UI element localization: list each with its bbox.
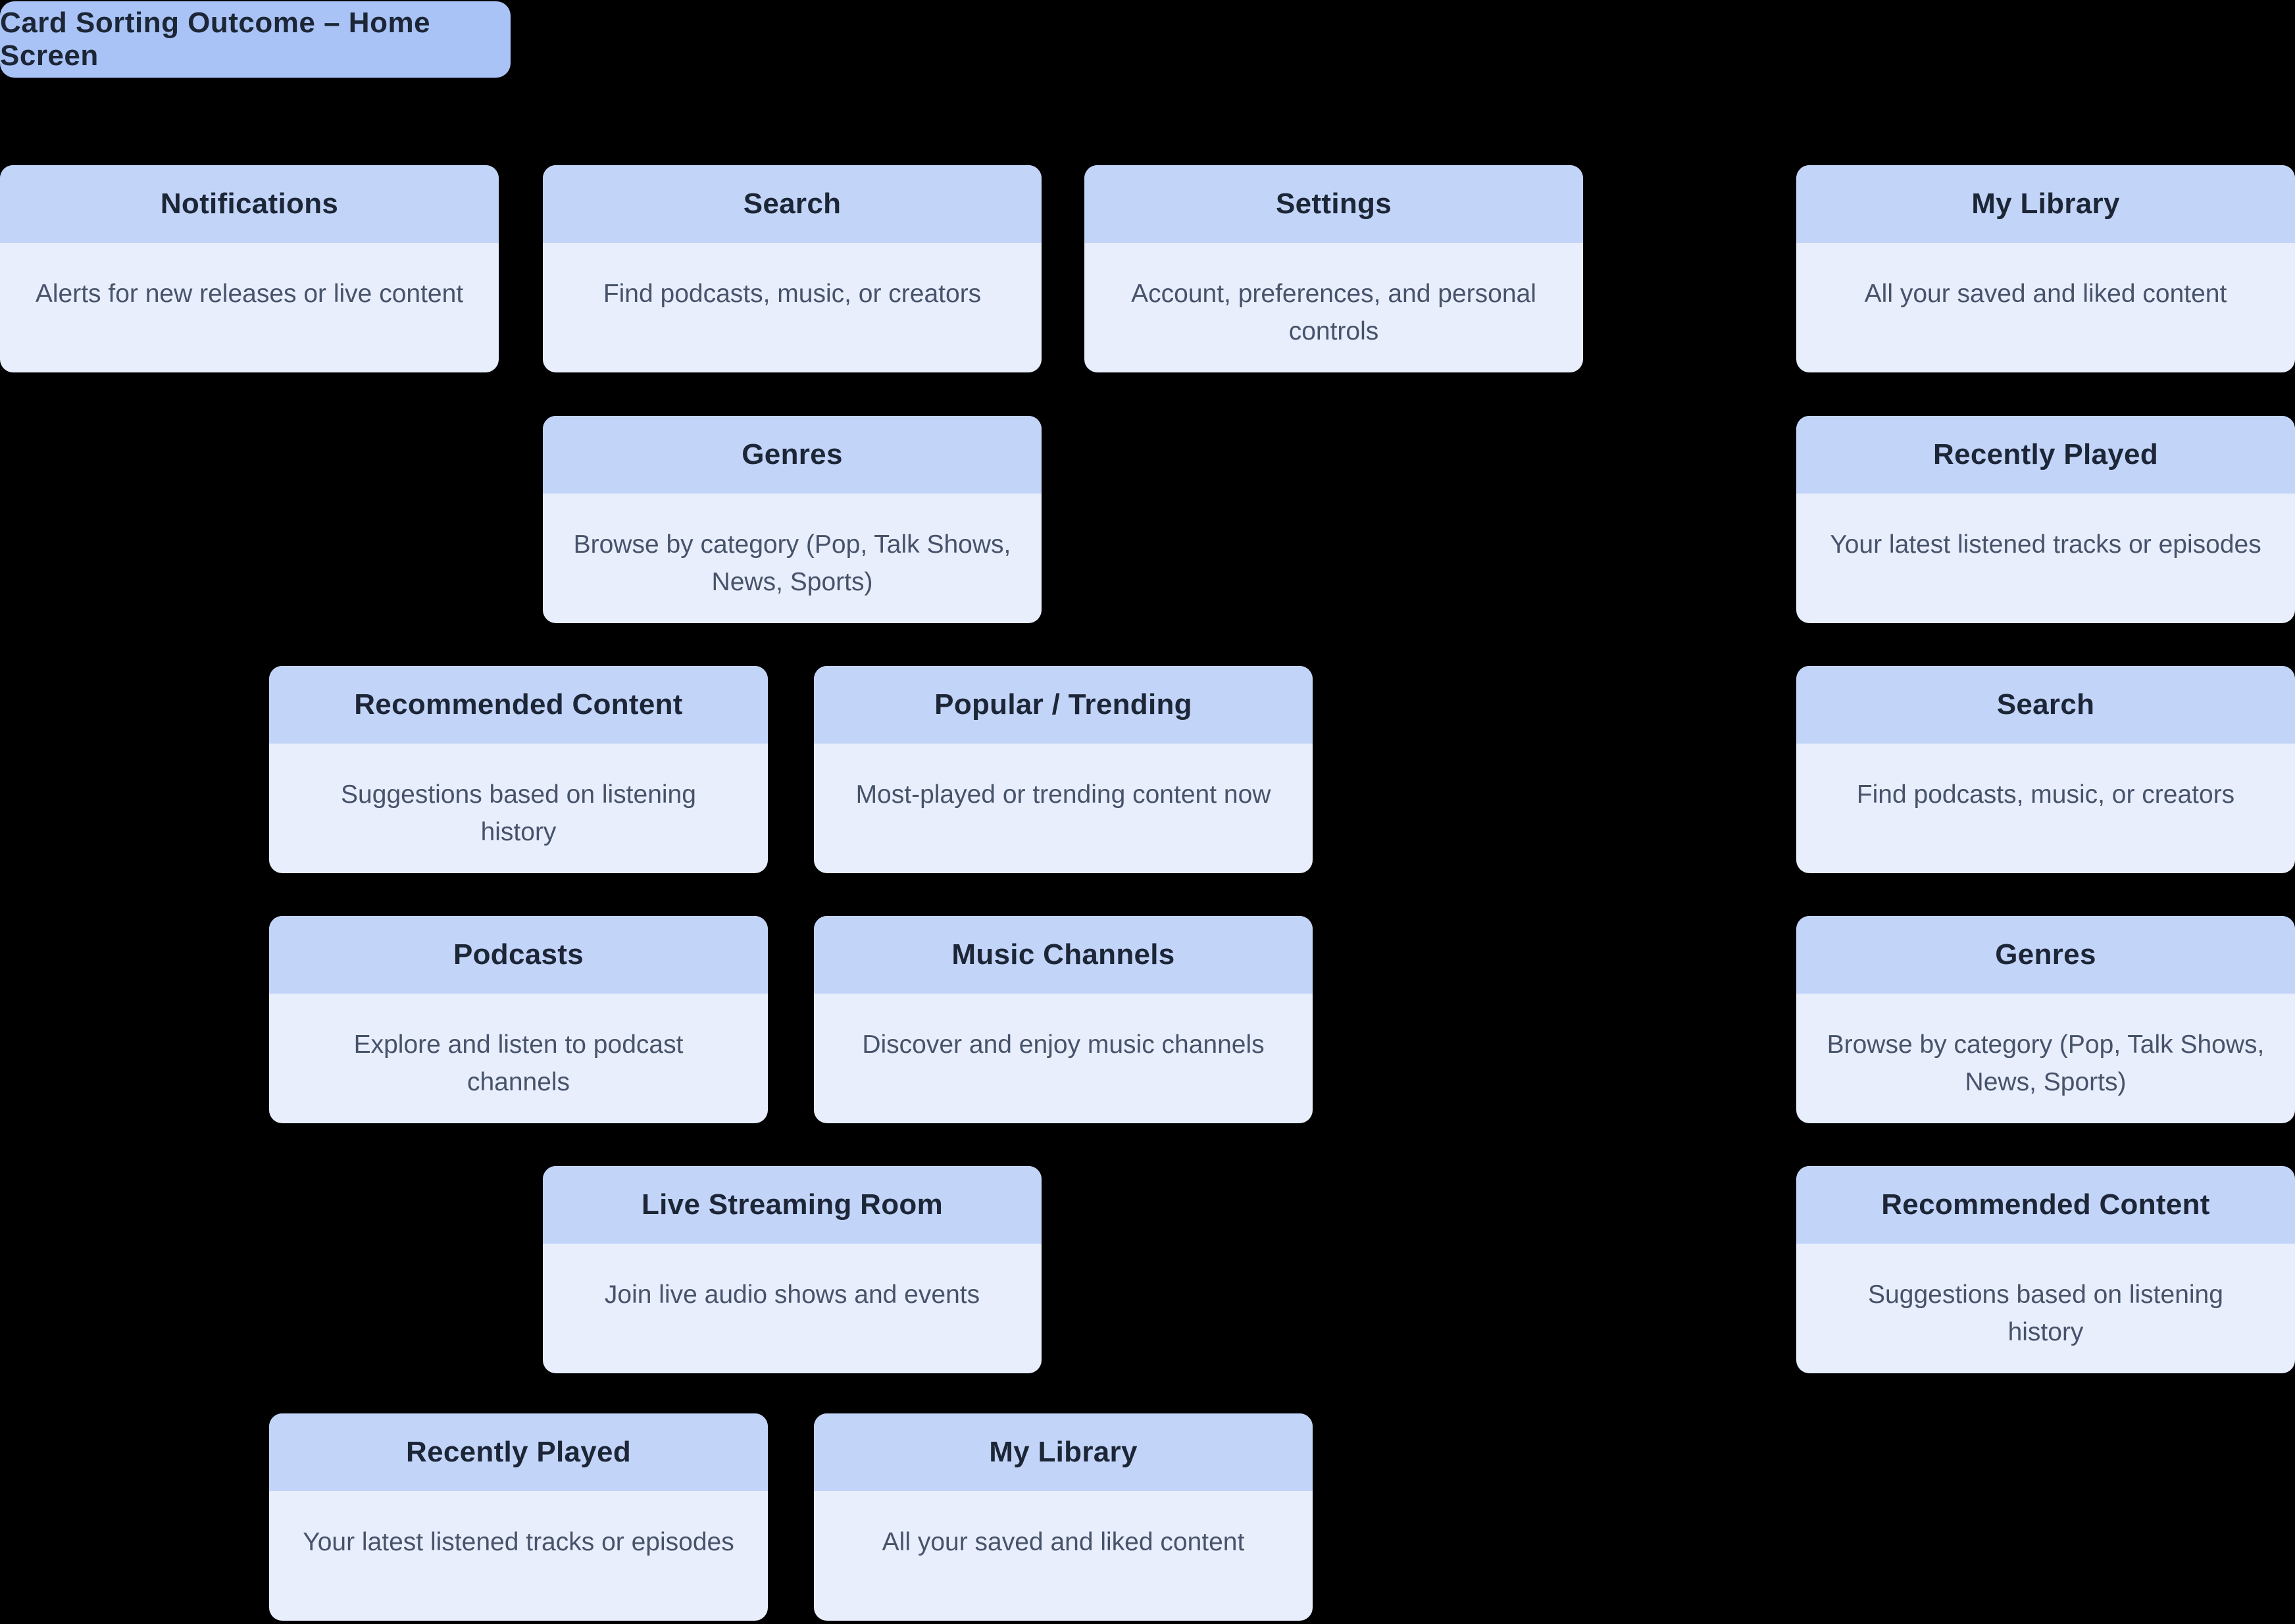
card-description: Your latest listened tracks or episodes bbox=[303, 1528, 734, 1556]
card-description: Find podcasts, music, or creators bbox=[603, 280, 982, 308]
card-description: All your saved and liked content bbox=[882, 1528, 1245, 1556]
card-search[interactable]: Search Find podcasts, music, or creators bbox=[1796, 666, 2295, 873]
card-description: Browse by category (Pop, Talk Shows, New… bbox=[573, 530, 1011, 596]
card-music-channels[interactable]: Music Channels Discover and enjoy music … bbox=[814, 916, 1313, 1123]
card-description: Alerts for new releases or live content bbox=[35, 280, 464, 308]
card-description: Explore and listen to podcast channels bbox=[353, 1030, 684, 1096]
card-description: All your saved and liked content bbox=[1864, 280, 2227, 308]
card-description: Your latest listened tracks or episodes bbox=[1830, 530, 2261, 559]
card-title: My Library bbox=[1796, 165, 2295, 243]
card-title: Podcasts bbox=[269, 916, 768, 994]
card-description: Discover and enjoy music channels bbox=[862, 1030, 1265, 1059]
card-settings[interactable]: Settings Account, preferences, and perso… bbox=[1084, 165, 1583, 372]
card-description: Join live audio shows and events bbox=[604, 1281, 980, 1309]
card-recommended-content[interactable]: Recommended Content Suggestions based on… bbox=[1796, 1166, 2295, 1373]
diagram-title: Card Sorting Outcome – Home Screen bbox=[0, 7, 431, 72]
card-search[interactable]: Search Find podcasts, music, or creators bbox=[543, 165, 1042, 372]
card-my-library[interactable]: My Library All your saved and liked cont… bbox=[1796, 165, 2295, 372]
card-title: Notifications bbox=[0, 165, 499, 243]
card-description: Account, preferences, and personal contr… bbox=[1131, 280, 1536, 345]
card-title: Popular / Trending bbox=[814, 666, 1313, 744]
card-my-library[interactable]: My Library All your saved and liked cont… bbox=[814, 1413, 1313, 1621]
card-title: Live Streaming Room bbox=[543, 1166, 1042, 1244]
diagram-title-card: Card Sorting Outcome – Home Screen bbox=[0, 1, 511, 78]
card-description: Find podcasts, music, or creators bbox=[1856, 780, 2235, 809]
card-live-streaming-room[interactable]: Live Streaming Room Join live audio show… bbox=[543, 1166, 1042, 1373]
card-notifications[interactable]: Notifications Alerts for new releases or… bbox=[0, 165, 499, 372]
card-recommended-content[interactable]: Recommended Content Suggestions based on… bbox=[269, 666, 768, 873]
card-title: Search bbox=[543, 165, 1042, 243]
card-title: Music Channels bbox=[814, 916, 1313, 994]
card-title: My Library bbox=[814, 1413, 1313, 1491]
card-description: Suggestions based on listening history bbox=[1868, 1281, 2223, 1346]
card-title: Recently Played bbox=[269, 1413, 768, 1491]
card-genres[interactable]: Genres Browse by category (Pop, Talk Sho… bbox=[1796, 916, 2295, 1123]
card-description: Most-played or trending content now bbox=[855, 780, 1271, 809]
card-description: Browse by category (Pop, Talk Shows, New… bbox=[1827, 1030, 2265, 1096]
card-recently-played[interactable]: Recently Played Your latest listened tra… bbox=[1796, 416, 2295, 623]
card-title: Search bbox=[1796, 666, 2295, 744]
card-description: Suggestions based on listening history bbox=[341, 780, 696, 846]
card-genres[interactable]: Genres Browse by category (Pop, Talk Sho… bbox=[543, 416, 1042, 623]
card-podcasts[interactable]: Podcasts Explore and listen to podcast c… bbox=[269, 916, 768, 1123]
card-title: Genres bbox=[1796, 916, 2295, 994]
card-title: Recommended Content bbox=[1796, 1166, 2295, 1244]
card-popular-trending[interactable]: Popular / Trending Most-played or trendi… bbox=[814, 666, 1313, 873]
card-title: Recommended Content bbox=[269, 666, 768, 744]
card-title: Settings bbox=[1084, 165, 1583, 243]
card-title: Genres bbox=[543, 416, 1042, 494]
card-title: Recently Played bbox=[1796, 416, 2295, 494]
card-recently-played[interactable]: Recently Played Your latest listened tra… bbox=[269, 1413, 768, 1621]
